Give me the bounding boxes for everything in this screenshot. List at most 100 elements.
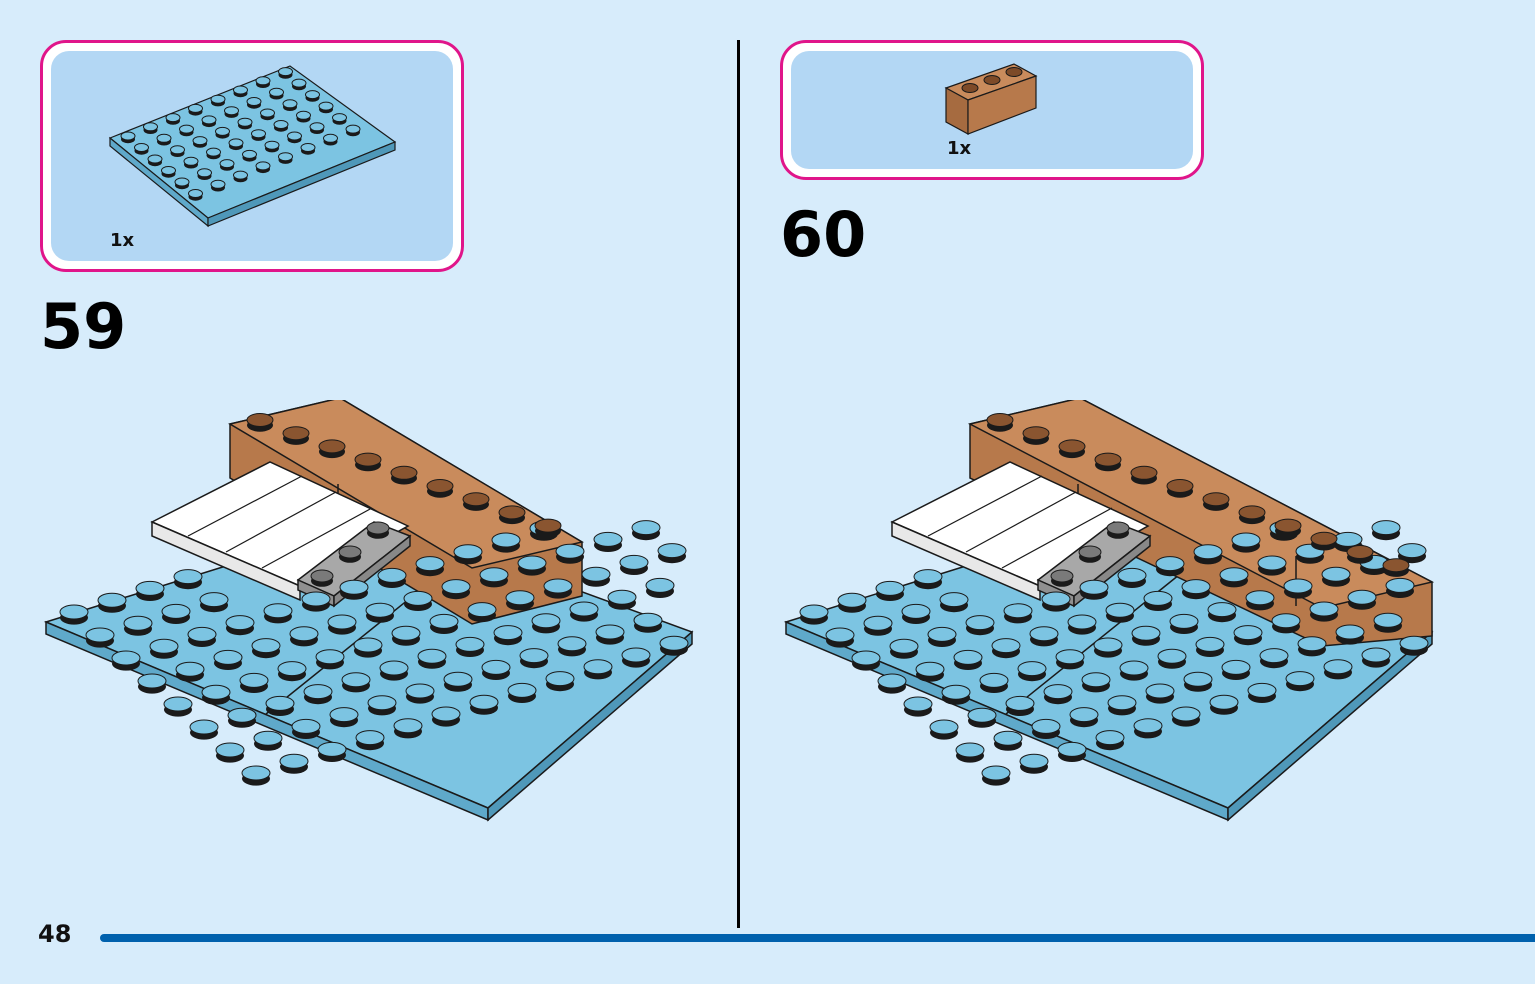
stud [111, 650, 141, 666]
stud [441, 579, 471, 595]
stud [355, 730, 385, 746]
stud [1271, 613, 1301, 629]
stud [555, 543, 585, 559]
stud [1361, 647, 1391, 663]
stud [224, 106, 239, 116]
stud [1202, 492, 1230, 507]
stud [300, 143, 316, 152]
stud [1145, 683, 1175, 699]
stud [233, 170, 248, 180]
stud [915, 661, 945, 677]
stud [309, 122, 325, 132]
stud [534, 518, 562, 533]
stud [310, 569, 334, 583]
stud [1285, 671, 1315, 687]
stud [161, 166, 176, 175]
stud [1005, 695, 1035, 711]
stud [901, 603, 931, 619]
stud [467, 602, 497, 618]
stud [493, 625, 523, 641]
stud [278, 67, 293, 77]
stud [545, 671, 575, 687]
stud [277, 661, 307, 677]
stud [469, 694, 499, 710]
stud [273, 120, 289, 129]
stud [1183, 671, 1213, 687]
step-number: 60 [780, 198, 867, 271]
stud [429, 613, 459, 629]
stud [255, 76, 271, 86]
stud [583, 659, 613, 675]
stud [1131, 625, 1161, 641]
stud [263, 603, 293, 619]
stud [134, 143, 149, 152]
stud [251, 638, 281, 654]
stud [1310, 531, 1338, 546]
stud [1057, 741, 1087, 757]
stud [173, 569, 203, 585]
stud [979, 672, 1009, 688]
stud [260, 108, 275, 118]
stud [1238, 505, 1266, 520]
stud [390, 465, 418, 480]
stud [338, 545, 362, 559]
stud [201, 684, 231, 700]
stud [1169, 613, 1199, 629]
stud [228, 138, 244, 148]
stud [851, 650, 881, 666]
stud [405, 683, 435, 699]
stud [149, 638, 179, 654]
stud [296, 110, 311, 120]
stud [621, 647, 651, 663]
stud [453, 544, 483, 560]
stud [659, 635, 689, 651]
stud [85, 627, 115, 643]
stud [1231, 532, 1261, 548]
stud [507, 682, 537, 698]
step-divider [737, 40, 740, 928]
stud [1041, 591, 1071, 607]
stud [189, 719, 219, 735]
stud [329, 707, 359, 723]
stud [269, 87, 284, 97]
stud [913, 569, 943, 585]
stud [206, 147, 221, 157]
stud [1219, 567, 1249, 583]
stud [246, 413, 274, 427]
stud [97, 592, 127, 608]
stud [1117, 567, 1147, 583]
stud [318, 101, 334, 111]
stud [59, 604, 89, 620]
stud [210, 179, 226, 189]
stud [1133, 718, 1163, 734]
stud [241, 765, 271, 781]
stud [120, 131, 136, 141]
stud [417, 648, 447, 664]
stud [353, 637, 383, 653]
stud [1233, 625, 1263, 641]
stud [287, 131, 302, 141]
blue-plate-6x8-icon [108, 65, 397, 228]
stud [1257, 555, 1287, 571]
stud [199, 592, 229, 608]
stud [1259, 648, 1289, 664]
stud [481, 659, 511, 675]
stud [1095, 730, 1125, 746]
stud [323, 133, 338, 143]
stud [305, 90, 320, 100]
stud [403, 590, 433, 606]
stud [147, 154, 163, 164]
stud [318, 439, 346, 454]
stud [393, 718, 423, 734]
stud [1335, 624, 1365, 640]
stud [1321, 566, 1351, 582]
stud [327, 614, 357, 630]
stud [967, 707, 997, 723]
stud [174, 177, 190, 187]
stud [187, 626, 217, 642]
stud [657, 543, 687, 559]
stud [237, 117, 253, 127]
stud [875, 580, 905, 596]
stud [443, 671, 473, 687]
stud [903, 696, 933, 712]
